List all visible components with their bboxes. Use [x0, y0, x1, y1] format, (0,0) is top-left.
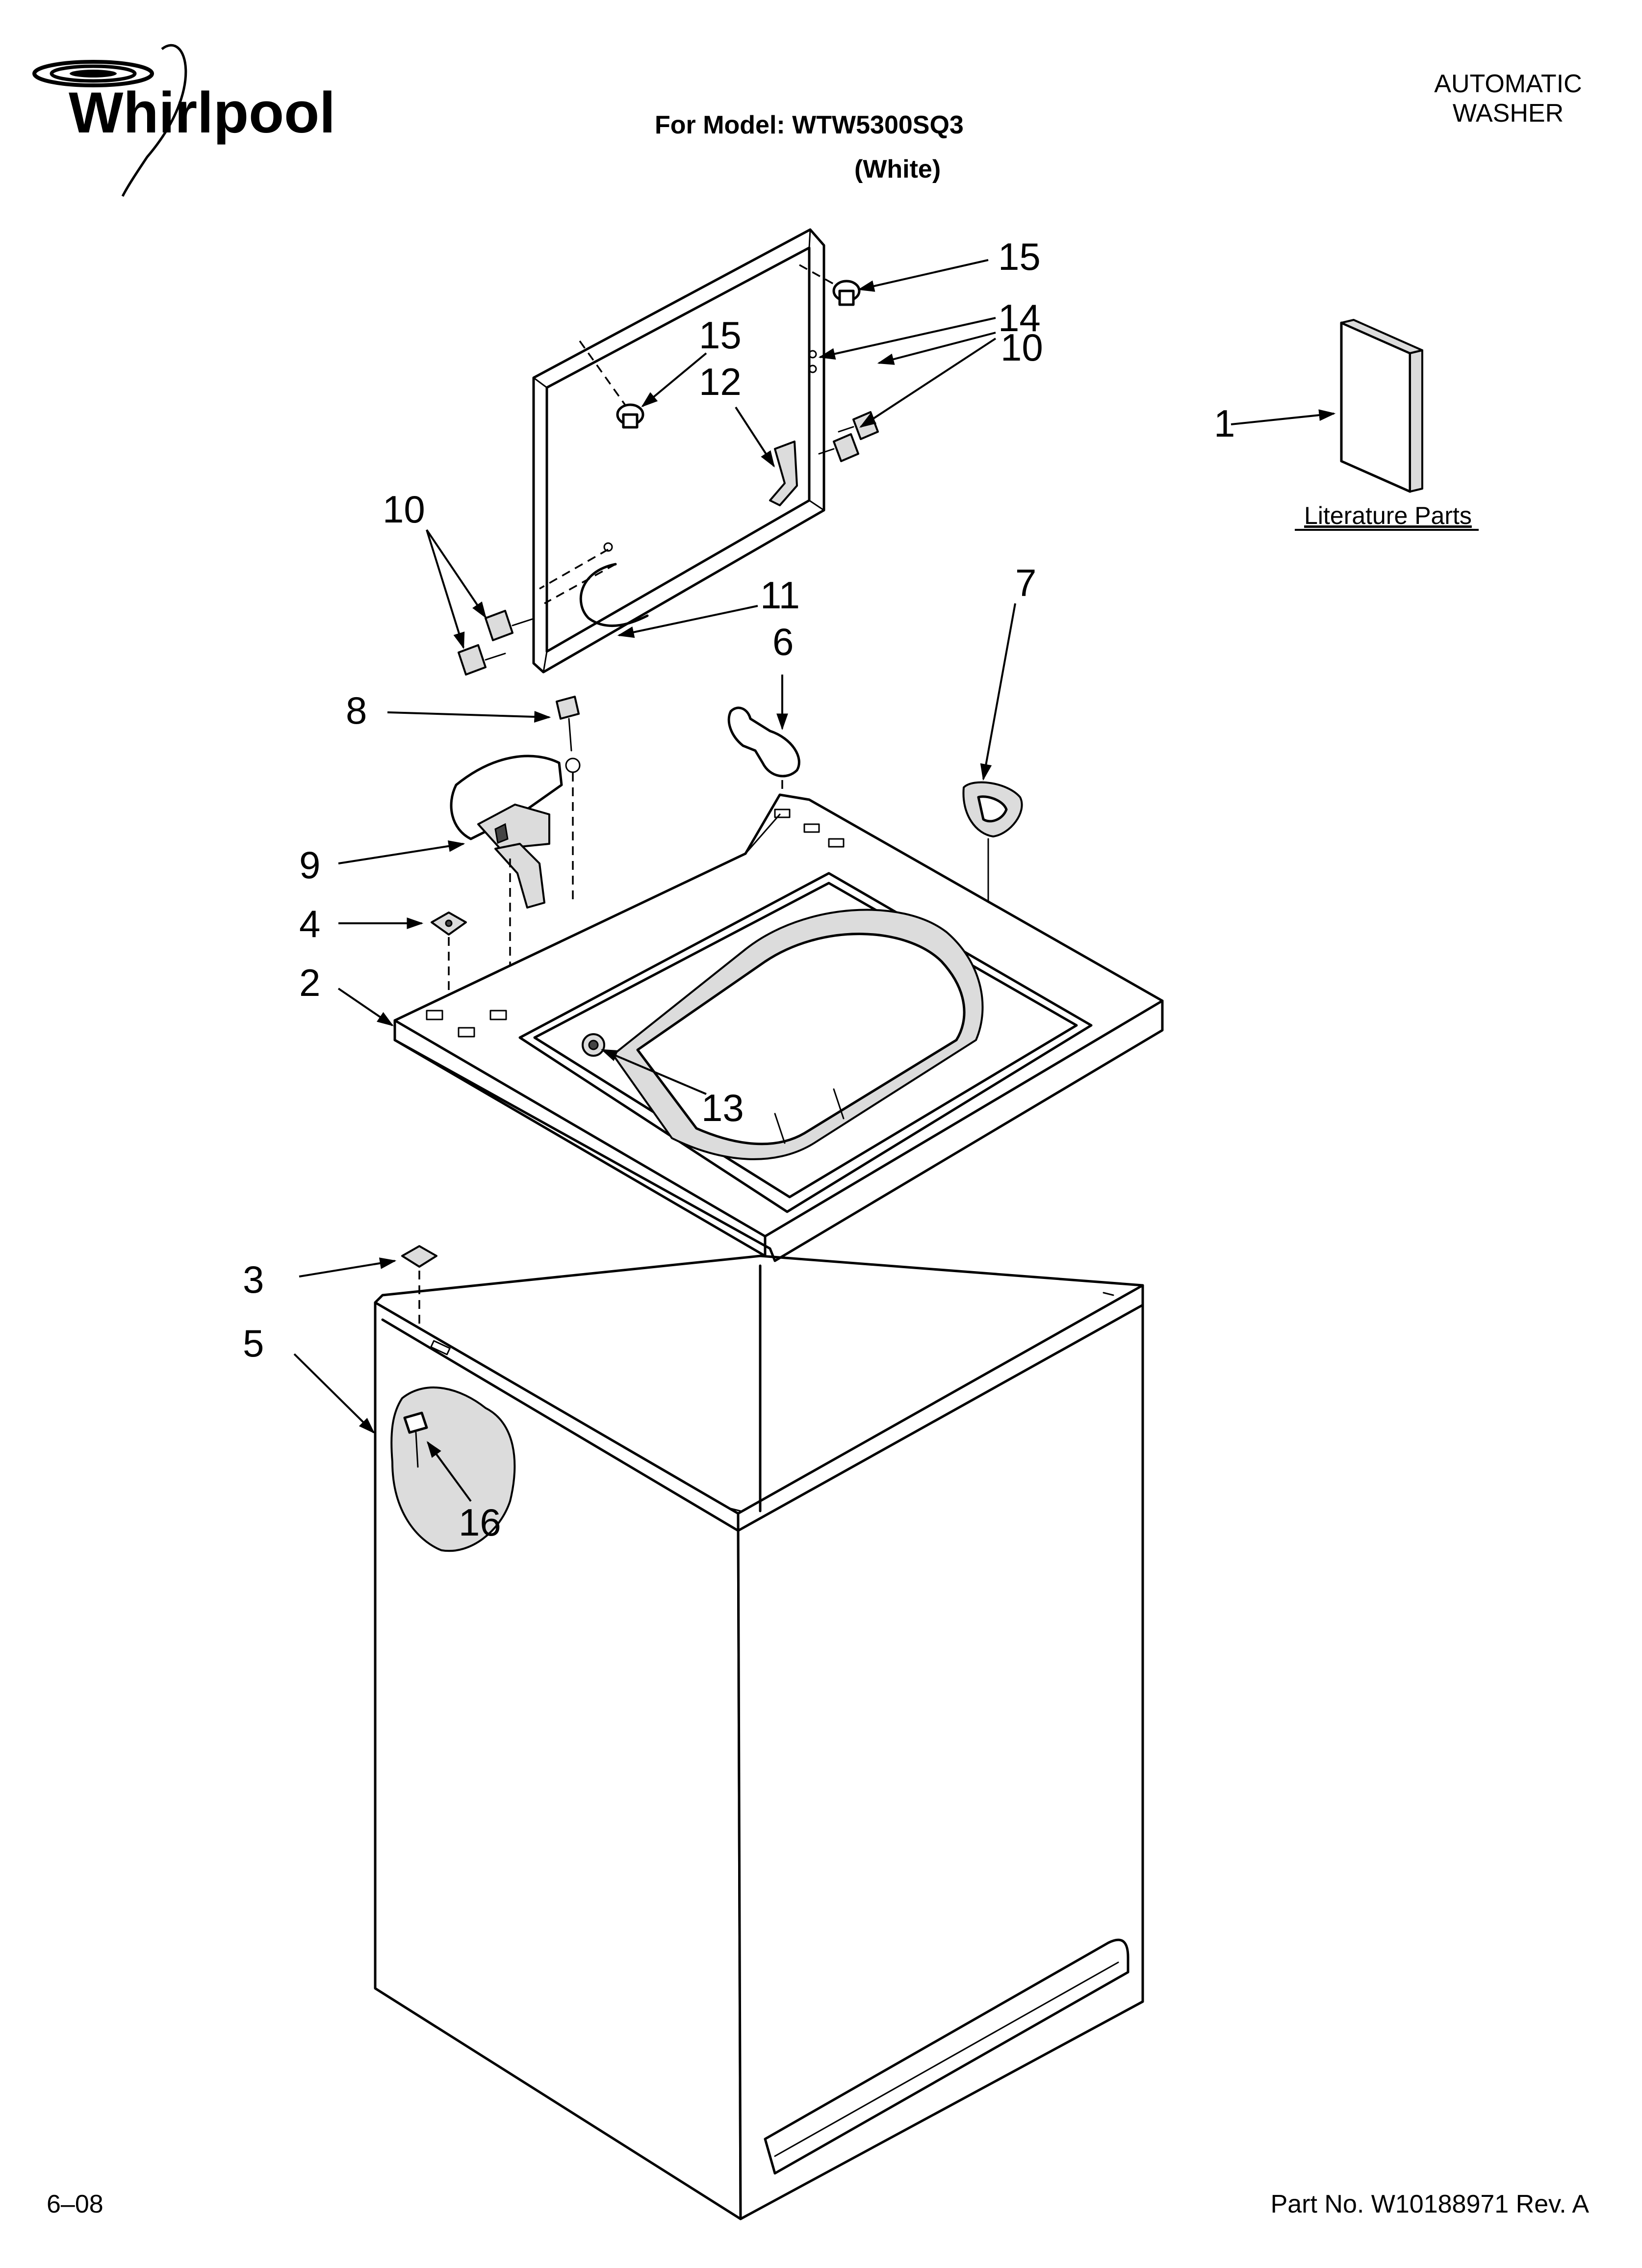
literature-booklet: Literature Parts: [1295, 319, 1479, 531]
literature-parts-label: Literature Parts: [1304, 502, 1472, 529]
callout-8: 8: [346, 689, 367, 732]
top-panel-2: [393, 793, 1164, 1262]
callout-10-left: 10: [383, 488, 425, 531]
revision-date: 6–08: [47, 2190, 103, 2218]
callout-4: 4: [299, 902, 320, 945]
lid-switch-screw-8: [556, 696, 581, 903]
hinge-screws-left: [458, 610, 533, 676]
swirl-logo-icon: [32, 44, 187, 197]
callout-6: 6: [772, 620, 794, 663]
lid-bumper-top: [832, 280, 861, 306]
callout-3: 3: [243, 1258, 264, 1301]
hinge-screws-right: [818, 411, 879, 462]
part-number: Part No. W10188971 Rev. A: [1271, 2190, 1590, 2218]
brand-wordmark: Whirlpool: [69, 80, 335, 145]
cabinet-5: [374, 1254, 1144, 2220]
lid-assembly: [458, 228, 879, 676]
callout-2: 2: [299, 961, 320, 1004]
product-type-line1: AUTOMATIC: [1434, 70, 1582, 98]
fill-inlet-13: [582, 1033, 605, 1057]
lid-bumper-mid: [616, 403, 644, 429]
hinge-clip-6: [727, 706, 800, 829]
clip-4: [431, 912, 467, 1020]
lid-hinge-12: [769, 441, 798, 506]
model-color: (White): [854, 155, 941, 183]
model-title: For Model: WTW5300SQ3: [655, 111, 964, 139]
callout-13: 13: [701, 1086, 744, 1129]
screw-16: [403, 1411, 428, 1468]
callout-16: 16: [459, 1501, 501, 1544]
detergent-dispenser-7: [962, 781, 1023, 1026]
whirlpool-logo: Whirlpool: [32, 44, 335, 197]
lid-hinge-11: [539, 542, 649, 627]
callout-14: 14: [998, 296, 1041, 339]
callout-7: 7: [1015, 561, 1036, 604]
callout-11: 11: [760, 574, 800, 617]
leader-lines: [293, 259, 1336, 1502]
callout-1: 1: [1214, 402, 1235, 445]
callout-labels: 15 14 15 12 10 1 10 11 6 7 8 9 4 2 13 3 …: [243, 235, 1235, 1544]
callout-5: 5: [243, 1322, 264, 1365]
callout-15-mid: 15: [699, 313, 742, 357]
product-type-line2: WASHER: [1453, 99, 1564, 128]
callout-10-right: 10: [1001, 326, 1043, 369]
callout-9: 9: [299, 843, 320, 886]
callout-12: 12: [699, 360, 742, 403]
lid-switch-9: [450, 755, 563, 991]
callout-15-top: 15: [998, 235, 1041, 278]
clip-3: [401, 1245, 437, 1325]
